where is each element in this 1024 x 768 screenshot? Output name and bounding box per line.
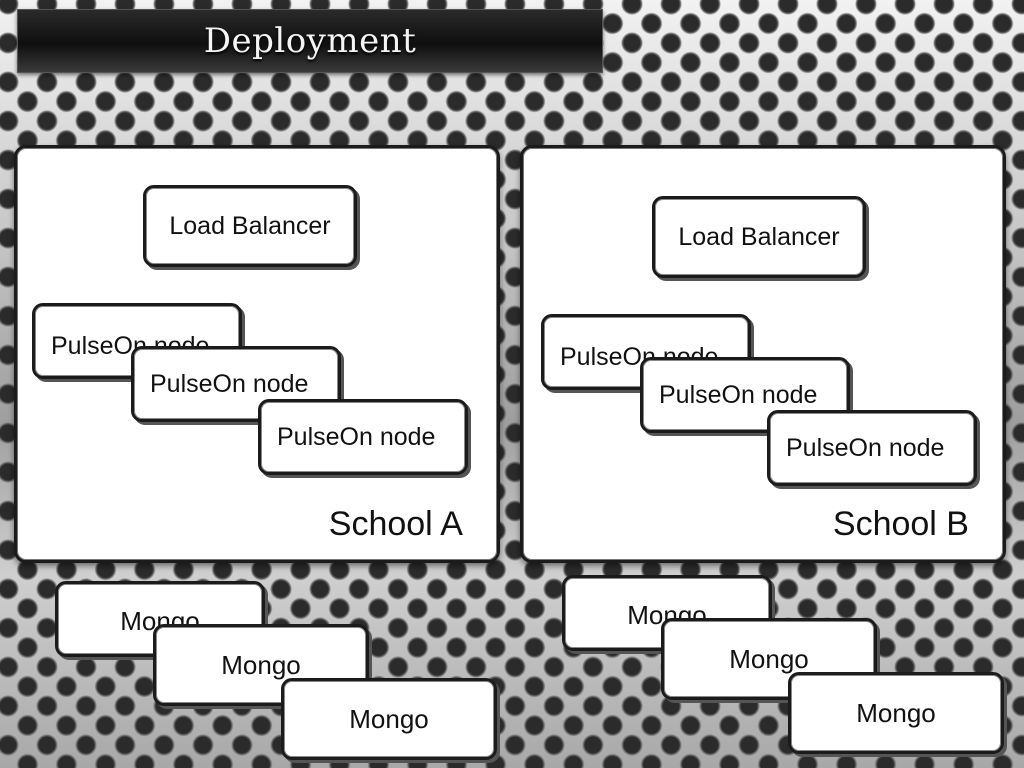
title-bar: Deployment bbox=[17, 9, 603, 73]
school-b-panel: Load Balancer PulseOn node PulseOn node … bbox=[520, 145, 1006, 563]
pulseon-node-b-3-label: PulseOn node bbox=[786, 433, 945, 462]
load-balancer-b: Load Balancer bbox=[652, 196, 866, 278]
slide-title: Deployment bbox=[203, 21, 417, 61]
pulseon-node-a-3-label: PulseOn node bbox=[277, 422, 436, 451]
mongo-a-2-label: Mongo bbox=[221, 649, 301, 680]
school-b-label: School B bbox=[832, 505, 969, 543]
pulseon-node-a-3: PulseOn node bbox=[258, 399, 468, 475]
load-balancer-a: Load Balancer bbox=[143, 185, 357, 267]
pulseon-node-b-2-label: PulseOn node bbox=[659, 380, 818, 409]
pulseon-node-a-2-label: PulseOn node bbox=[150, 369, 309, 398]
pulseon-node-b-3: PulseOn node bbox=[767, 410, 977, 486]
mongo-a-3-label: Mongo bbox=[349, 703, 429, 734]
school-a-label: School A bbox=[328, 505, 463, 543]
mongo-a-3: Mongo bbox=[281, 678, 497, 760]
mongo-b-3: Mongo bbox=[788, 672, 1004, 754]
school-a-panel: Load Balancer PulseOn node PulseOn node … bbox=[14, 145, 500, 563]
load-balancer-b-label: Load Balancer bbox=[678, 222, 840, 251]
mongo-b-2-label: Mongo bbox=[729, 643, 809, 674]
mongo-b-3-label: Mongo bbox=[856, 697, 936, 728]
load-balancer-a-label: Load Balancer bbox=[169, 211, 331, 240]
